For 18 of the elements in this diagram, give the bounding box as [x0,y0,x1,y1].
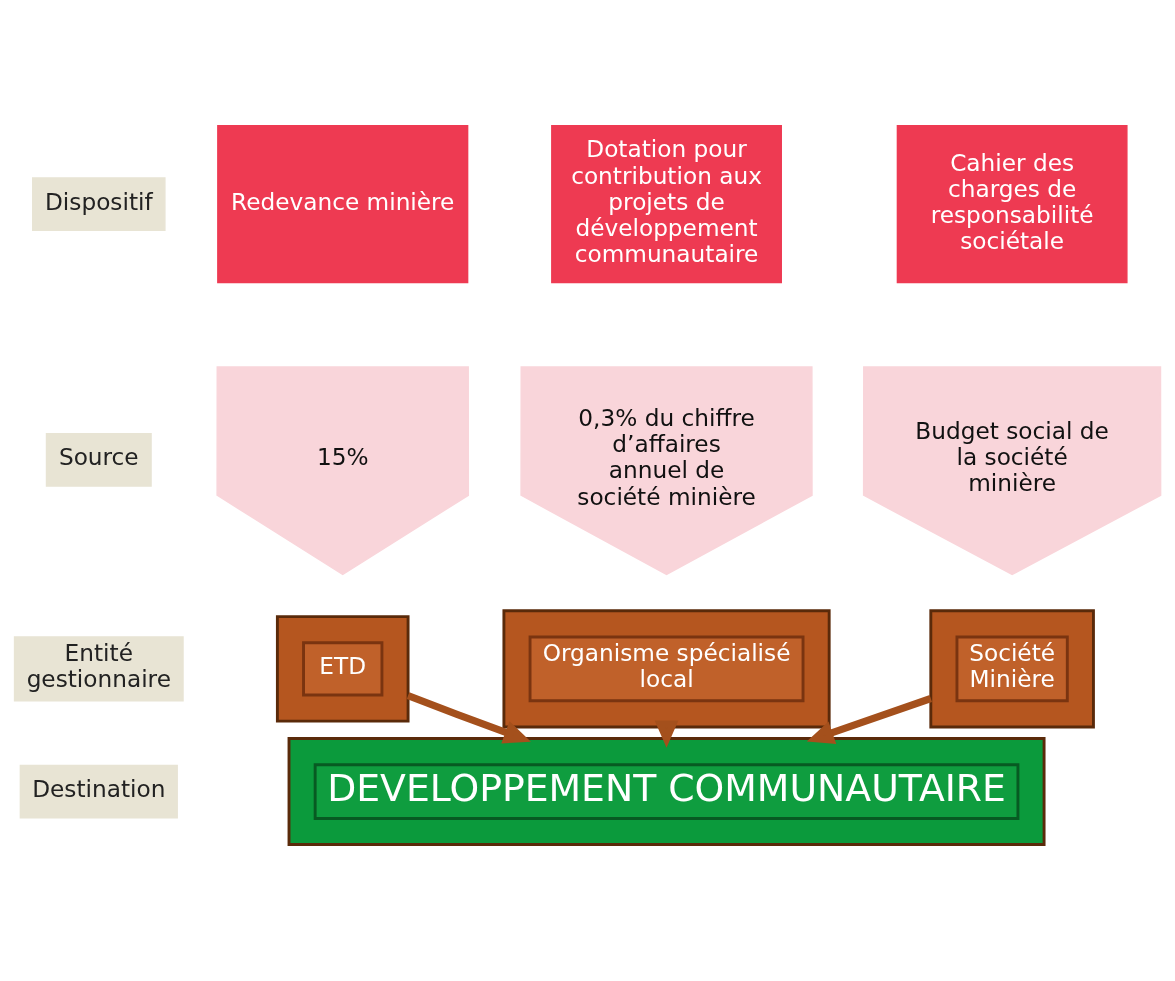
node-box: Dispositif [32,176,166,231]
arrow [406,691,531,743]
cluster [929,608,1095,728]
node-box: DEVELOPPEMENT COMMUNAUTAIRE [313,762,1020,820]
arrow [806,694,932,744]
node-box: ETD [302,640,384,696]
arrow [654,719,679,748]
cluster [287,736,1046,846]
cluster [275,614,410,723]
node-box: Source [45,432,152,487]
cluster [502,608,831,728]
node-box: Organisme spécialisé local [528,634,805,702]
node-box: Dotation pour contribution aux projets de développement communautaire [551,124,782,283]
node-box: Entité gestionnaire [13,635,184,702]
node-box: Société Minière [955,634,1069,702]
node-box: Redevance minière [217,124,469,283]
node-box: Destination [19,764,178,818]
node-box: Cahier des charges de responsabilité sociétale [896,124,1128,283]
